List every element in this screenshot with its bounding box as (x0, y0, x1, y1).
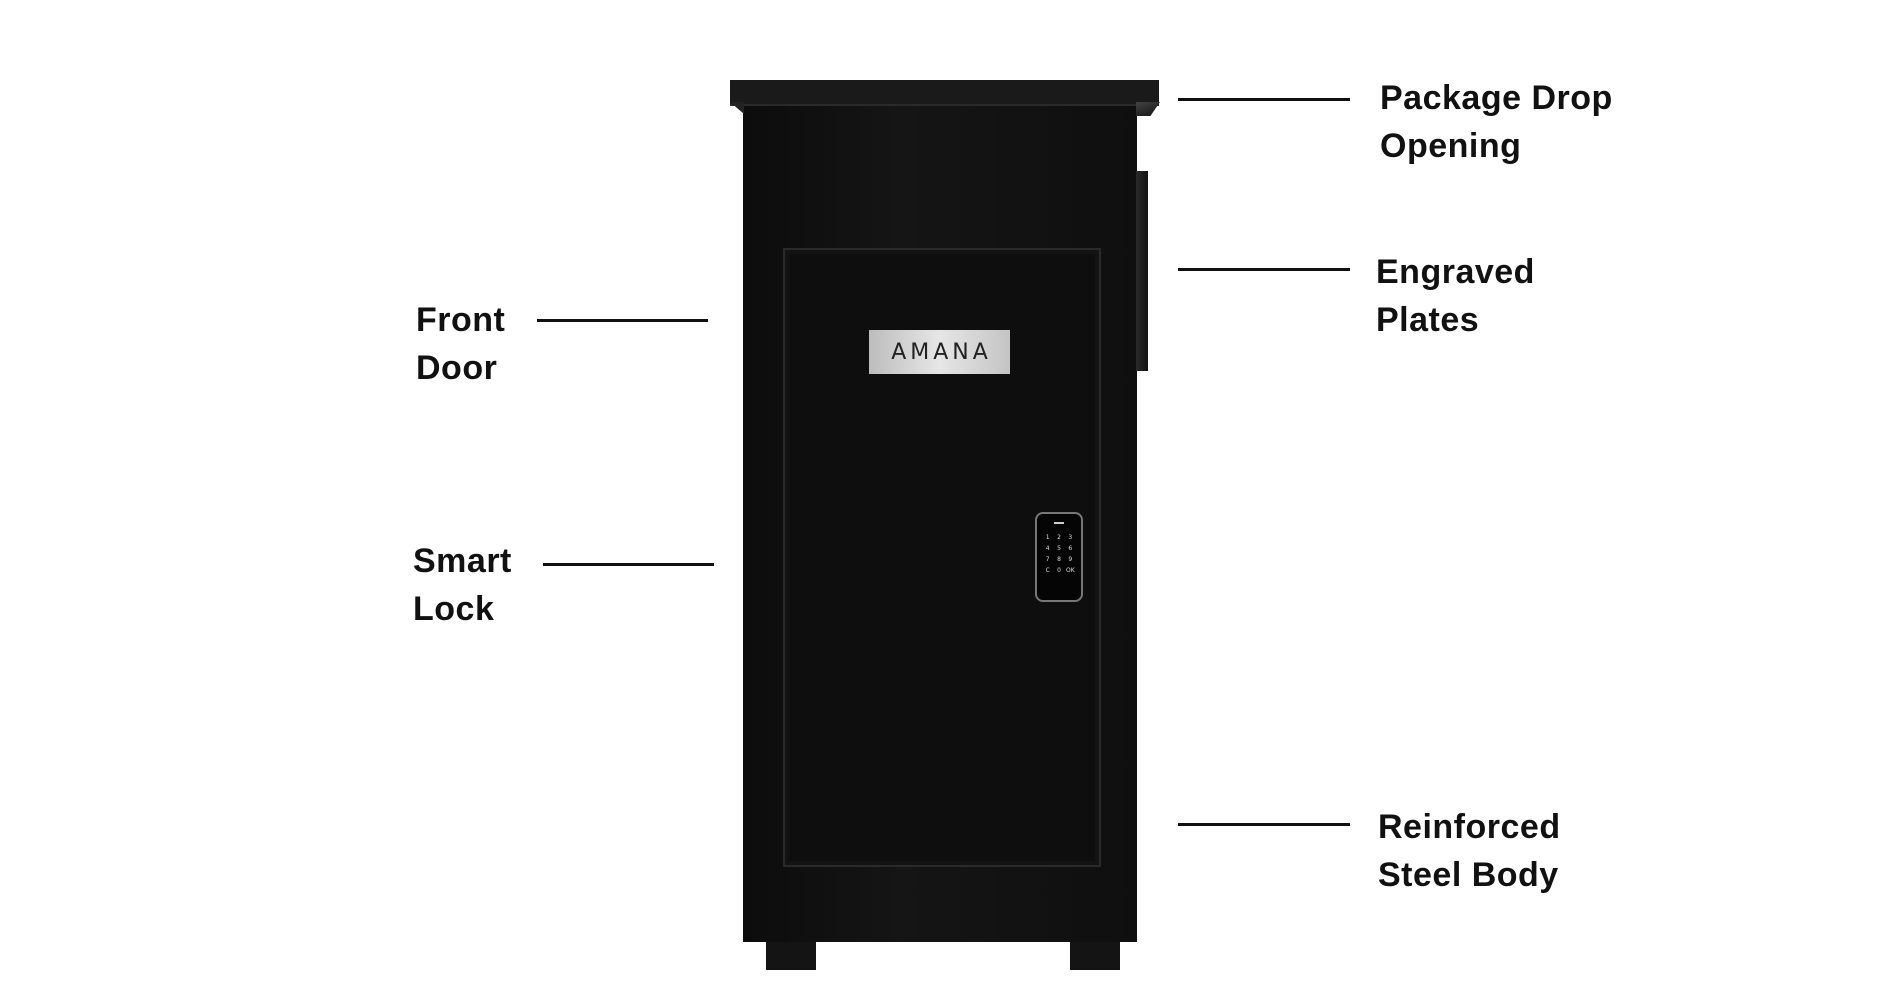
key: 3 (1068, 534, 1073, 541)
key: C (1045, 567, 1050, 574)
brand-logo-plate: AMANA (869, 330, 1010, 374)
keypad-keys: 1 2 3 4 5 6 7 8 9 C 0 OK (1042, 534, 1076, 574)
callout-front-door: Front Door (416, 296, 505, 392)
key: 1 (1045, 534, 1050, 541)
callout-line-smart-lock (543, 563, 714, 566)
callout-line-text: Smart (413, 542, 512, 580)
callout-line-text: Door (416, 349, 498, 387)
keypad-indicator (1054, 522, 1064, 524)
key: 8 (1057, 556, 1061, 563)
key: 4 (1045, 545, 1050, 552)
callout-line-text: Reinforced (1378, 808, 1561, 846)
callout-reinforced-steel-body: Reinforced Steel Body (1378, 803, 1561, 899)
key: OK (1065, 567, 1075, 574)
callout-line-package-drop (1178, 98, 1350, 101)
brand-logo-text: AMANA (891, 339, 992, 365)
key: 2 (1057, 534, 1061, 541)
callout-line-text: Lock (413, 590, 495, 628)
callout-line-front-door (537, 319, 708, 322)
callout-line-text: Opening (1380, 127, 1522, 165)
right-foot (1070, 942, 1120, 970)
package-drop-lip (1136, 102, 1160, 116)
callout-line-engraved-plates (1178, 268, 1350, 271)
side-engraved-plate (1136, 171, 1148, 371)
mailbox-lid (730, 80, 1159, 106)
callout-line-text: Steel Body (1378, 856, 1559, 894)
callout-line-text: Package Drop (1380, 79, 1613, 117)
callout-smart-lock: Smart Lock (413, 537, 512, 633)
callout-line-text: Plates (1376, 301, 1480, 339)
key: 9 (1068, 556, 1073, 563)
key: 0 (1057, 567, 1061, 574)
smart-lock-keypad: 1 2 3 4 5 6 7 8 9 C 0 OK (1035, 512, 1083, 602)
callout-line-text: Front (416, 301, 506, 339)
key: 6 (1068, 545, 1073, 552)
callout-line-text: Engraved (1376, 253, 1535, 291)
key: 7 (1045, 556, 1050, 563)
callout-package-drop-opening: Package Drop Opening (1380, 74, 1613, 170)
key: 5 (1057, 545, 1061, 552)
callout-engraved-plates: Engraved Plates (1376, 248, 1535, 344)
left-foot (766, 942, 816, 970)
callout-line-steel-body (1178, 823, 1350, 826)
